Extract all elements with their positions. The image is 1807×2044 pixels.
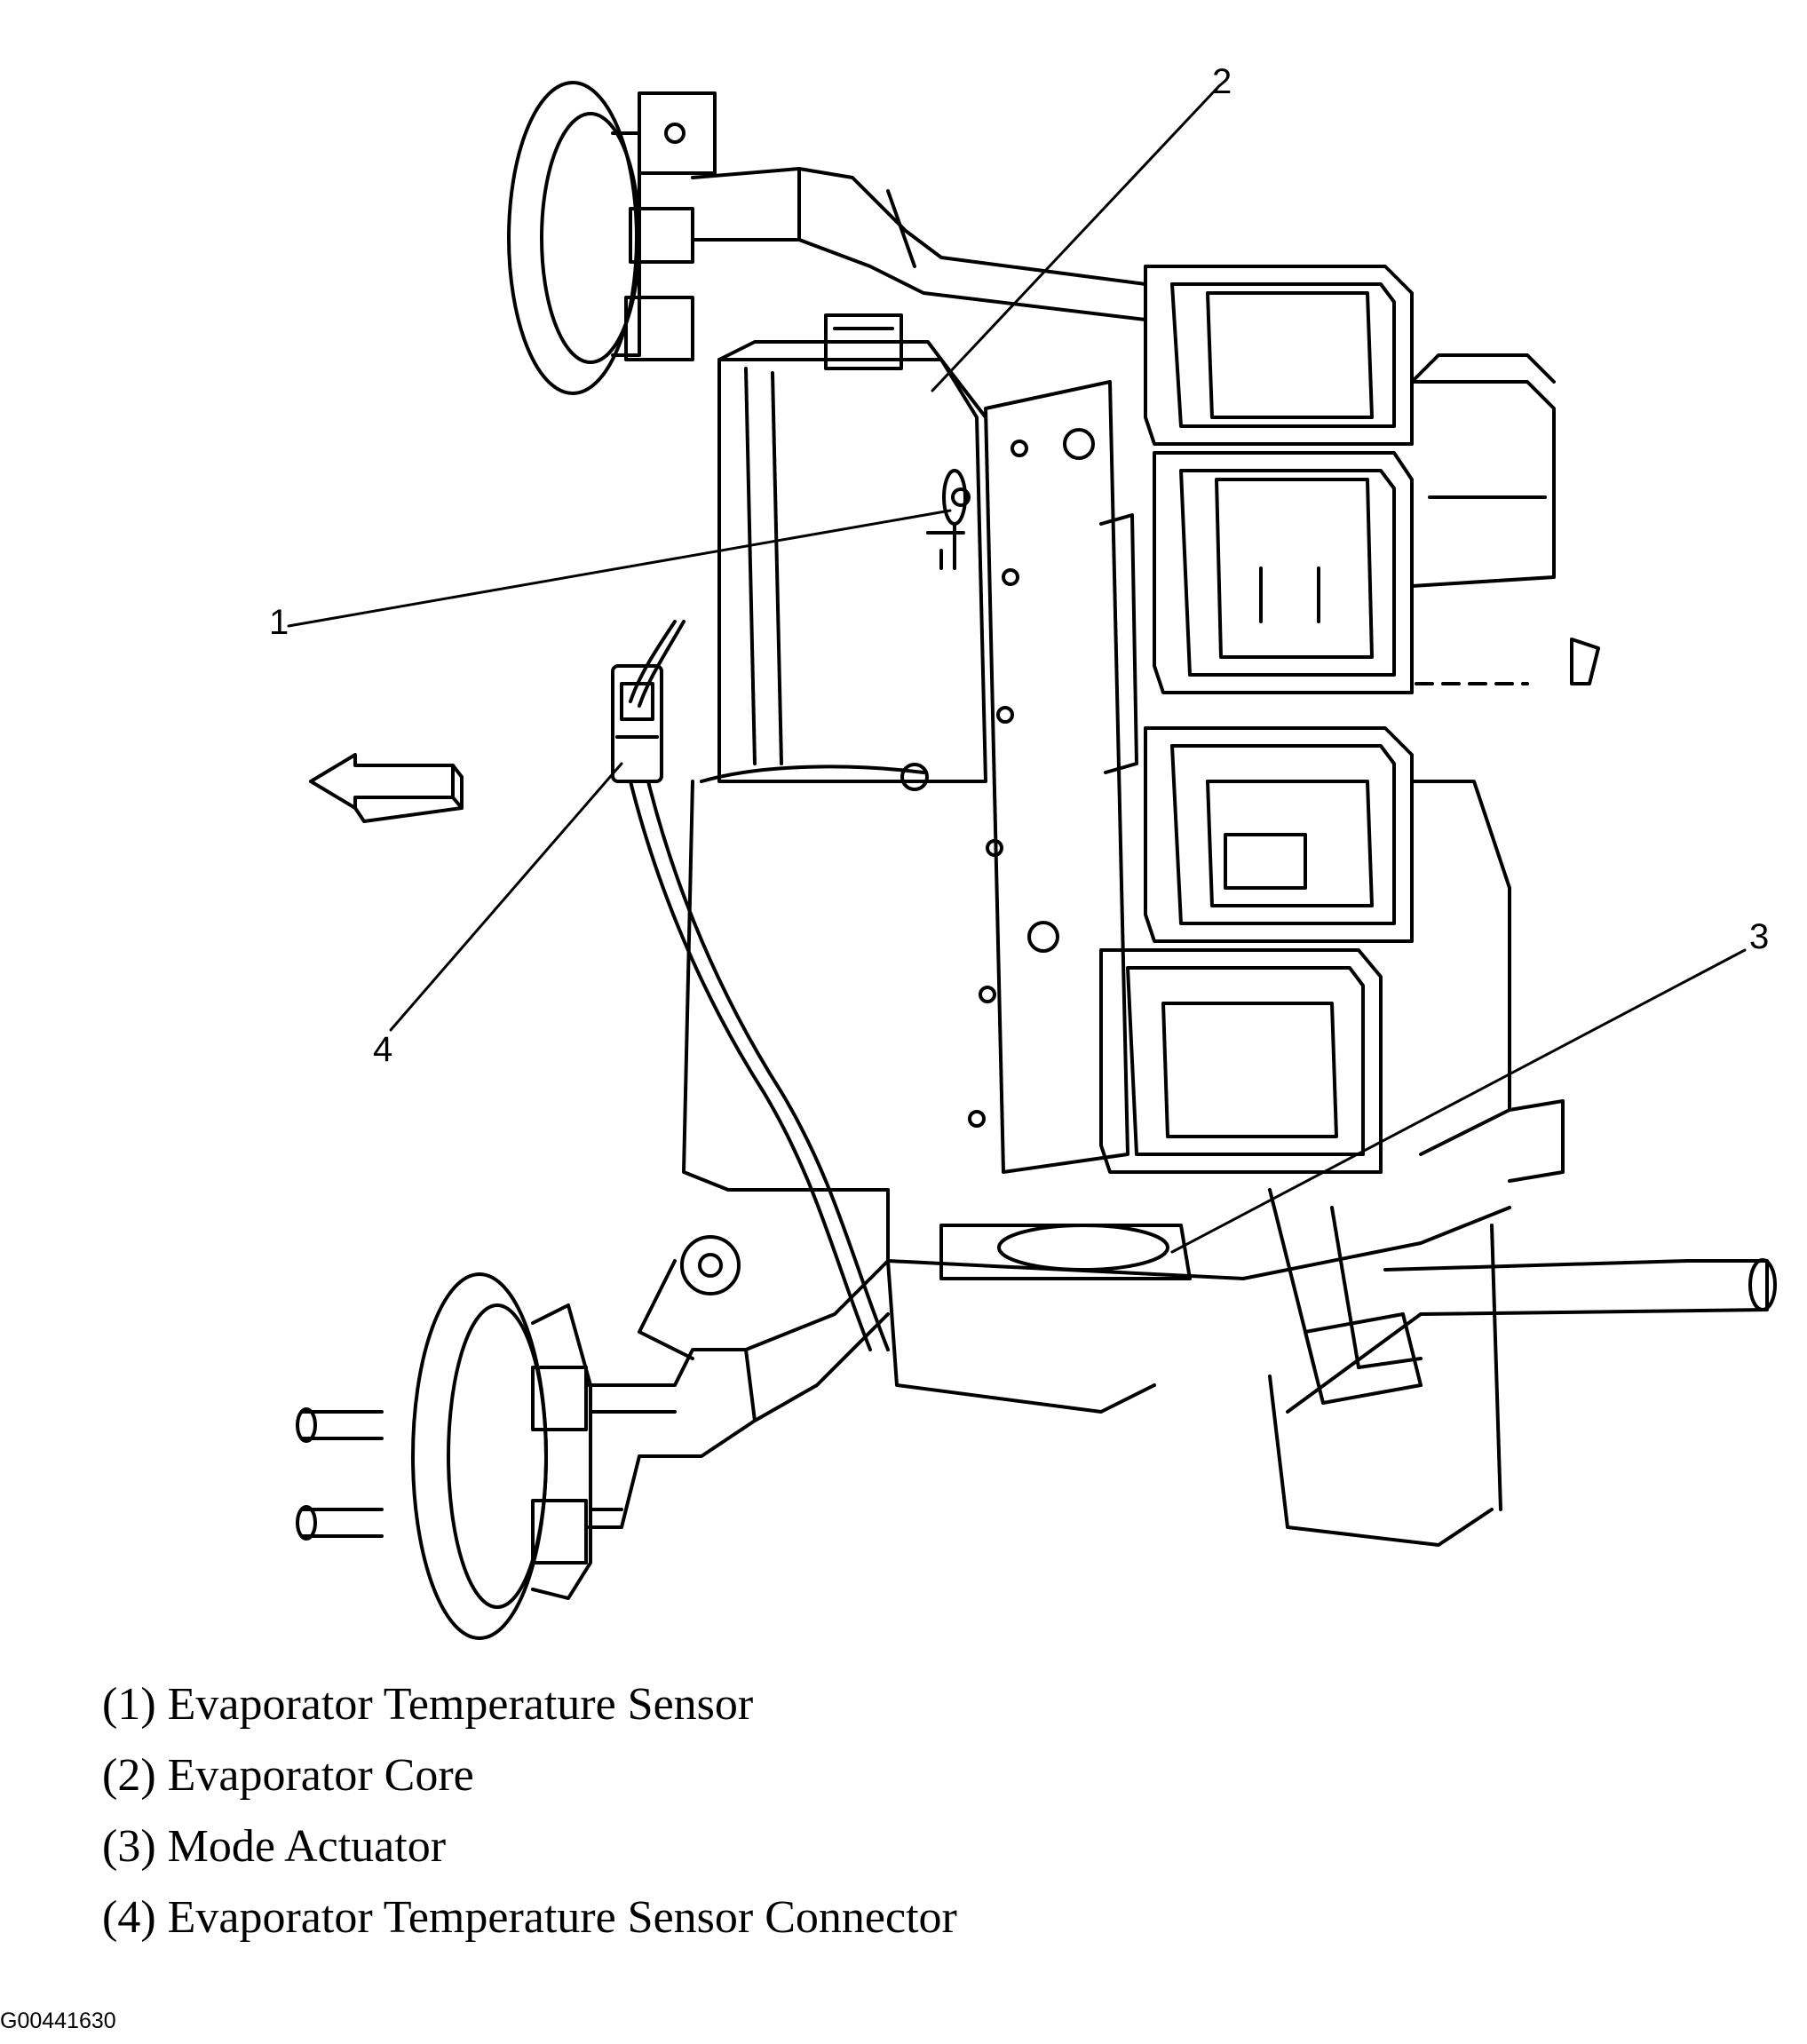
callout-leaders	[287, 87, 1747, 1254]
upper-duct-assembly	[507, 81, 1147, 395]
callout-3-number: 3	[1749, 917, 1769, 956]
leader-line-3	[1170, 948, 1747, 1254]
figure-id: G00441630	[0, 2008, 116, 2033]
side-plate	[968, 380, 1138, 1174]
outlet-vents	[1099, 265, 1414, 1174]
evaporator-temperature-sensor	[942, 469, 967, 570]
legend-item-4: (4) Evaporator Temperature Sensor Connec…	[102, 1892, 957, 1943]
evaporator-core-housing	[717, 313, 987, 783]
legend-item-2: (2) Evaporator Core	[102, 1750, 474, 1801]
leader-line-4	[389, 762, 623, 1032]
callout-1-number: 1	[269, 603, 289, 642]
heater-hose-assembly	[296, 1235, 890, 1640]
callout-4-number: 4	[373, 1030, 392, 1069]
wire-harness	[629, 620, 929, 1351]
callout-2-number: 2	[1212, 62, 1232, 101]
leader-line-2	[931, 87, 1218, 392]
left-arrow-icon	[309, 753, 464, 823]
hvac-module-diagram: 1 2 3 4	[269, 62, 1777, 1640]
parts-legend: (1) Evaporator Temperature Sensor (2) Ev…	[102, 1669, 1700, 1953]
right-housing	[1410, 353, 1600, 1183]
lower-housing	[682, 780, 1777, 1547]
legend-item-1: (1) Evaporator Temperature Sensor	[102, 1679, 754, 1730]
legend-item-3: (3) Mode Actuator	[102, 1821, 447, 1872]
leader-line-1	[287, 509, 952, 628]
sensor-connector	[611, 664, 663, 783]
